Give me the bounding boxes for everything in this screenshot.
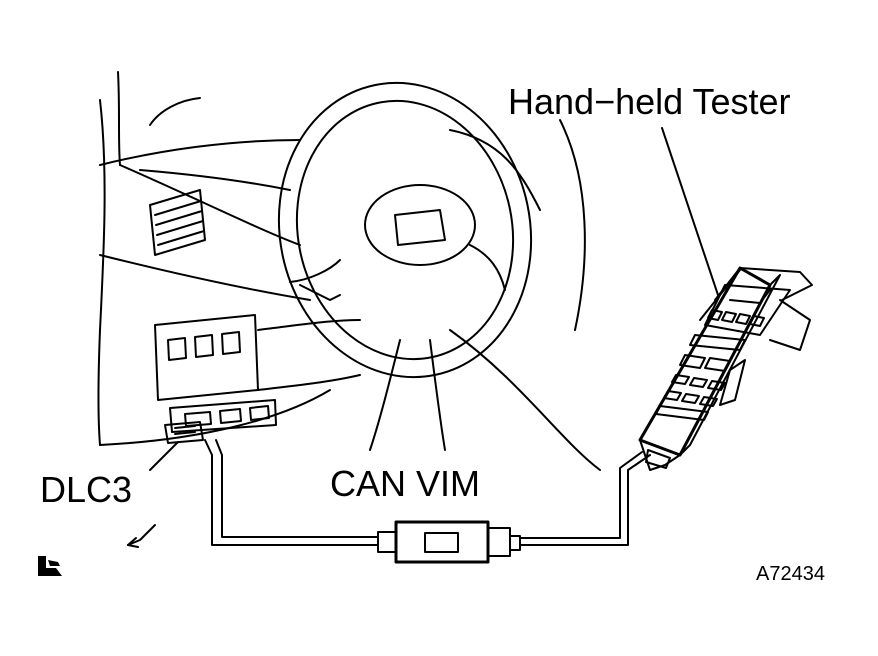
can-vim-label: CAN VIM bbox=[330, 463, 481, 504]
vehicle-seat-icon bbox=[38, 556, 62, 576]
can-vim-module bbox=[378, 522, 520, 562]
steering-column bbox=[370, 330, 600, 470]
dlc3-label: DLC3 bbox=[40, 469, 133, 510]
switch-panel bbox=[155, 315, 360, 400]
figure-code-label: A72434 bbox=[756, 563, 825, 585]
hand-held-tester-label: Hand−held Tester bbox=[508, 81, 791, 122]
tester-leader-line bbox=[662, 128, 718, 295]
dlc3-connector bbox=[165, 422, 203, 443]
air-vent bbox=[150, 190, 205, 255]
cable-vim-to-tester bbox=[520, 455, 650, 545]
cable-dlc3-to-vim bbox=[205, 440, 378, 545]
steering-wheel bbox=[252, 59, 558, 401]
dashboard bbox=[99, 72, 585, 445]
hand-held-tester bbox=[640, 268, 812, 470]
dlc3-leader-line bbox=[150, 442, 178, 470]
direction-arrow-icon bbox=[128, 525, 155, 547]
